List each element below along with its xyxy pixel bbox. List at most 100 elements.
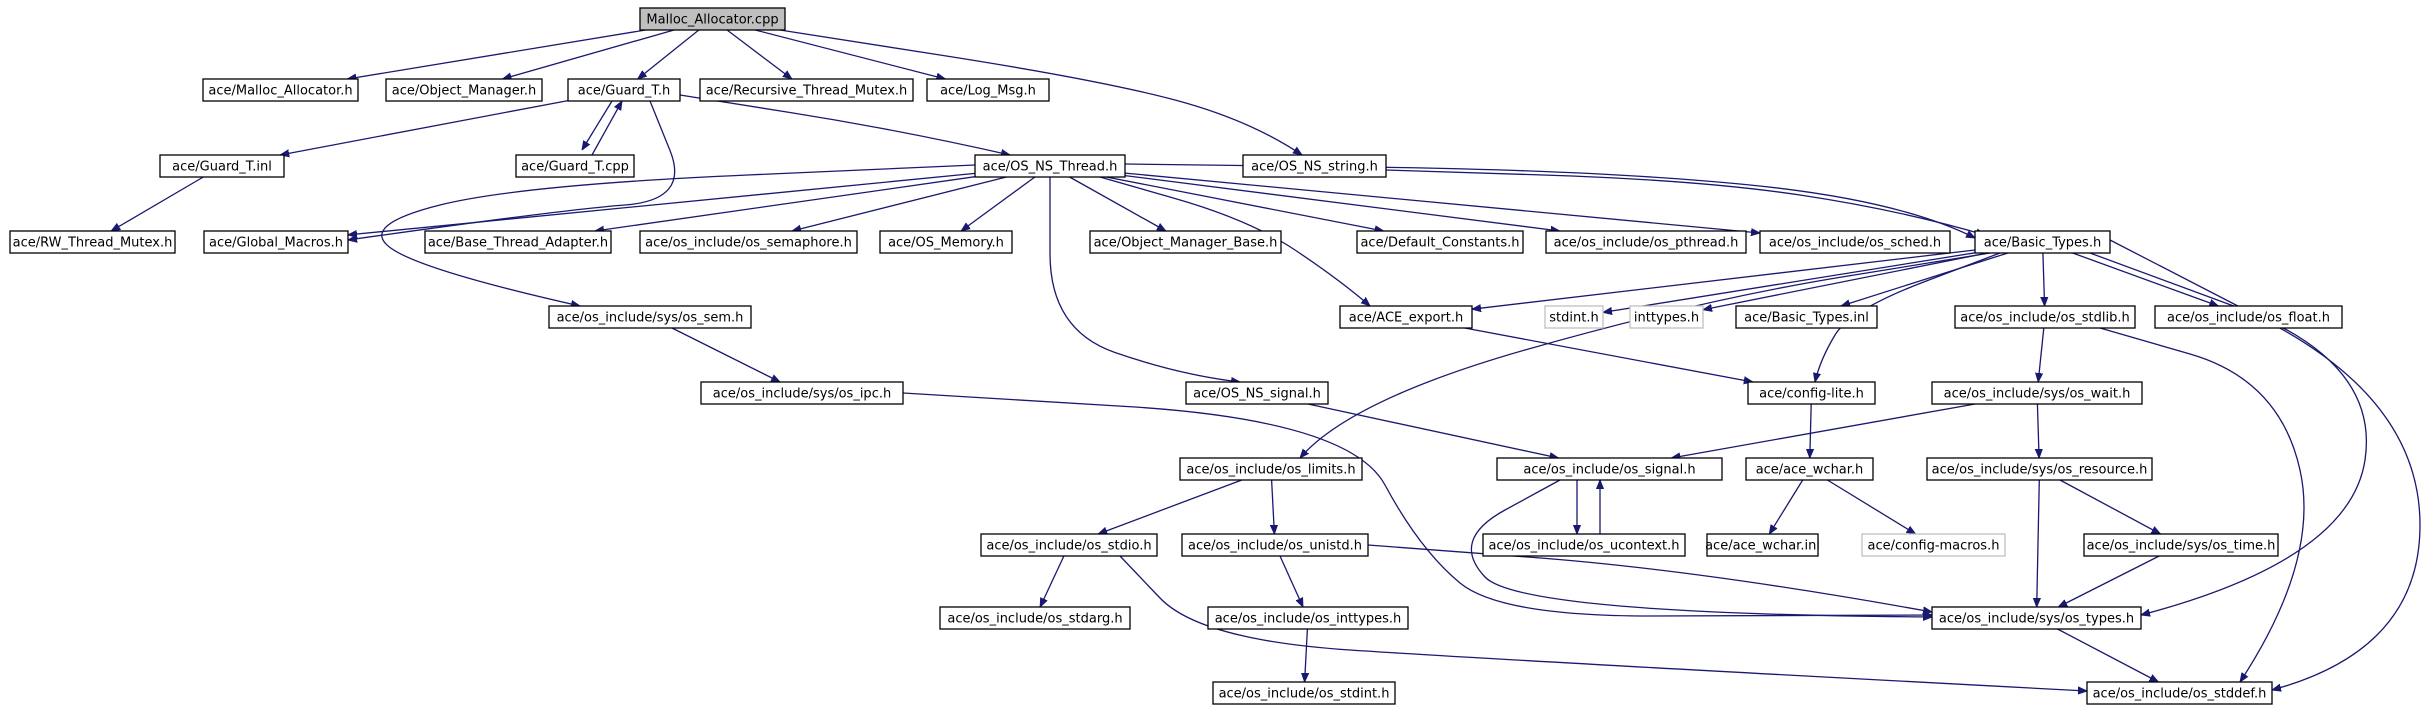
node-ace-basic-types-h[interactable]: ace/Basic_Types.h (1974, 230, 2111, 254)
node-ace-os-include-os-sched-h[interactable]: ace/os_include/os_sched.h (1759, 230, 1951, 254)
edge-n34-to-n40 (2059, 479, 2161, 534)
node-stdint-h[interactable]: stdint.h (1544, 305, 1604, 329)
node-box (202, 78, 359, 102)
node-box (1212, 681, 1396, 705)
node-box (1207, 606, 1409, 630)
node-label: ace/os_include/sys/os_wait.h (1944, 387, 2131, 402)
node-box (1482, 533, 1686, 557)
edge-n42-to-n44 (1305, 628, 1308, 682)
node-ace-os-include-os-inttypes-h[interactable]: ace/os_include/os_inttypes.h (1207, 606, 1409, 630)
edge-n9-to-n19 (1385, 169, 1985, 235)
node-box (1356, 230, 1524, 254)
node-box (1735, 305, 1878, 329)
node-ace-os-include-os-float-h[interactable]: ace/os_include/os_float.h (2154, 305, 2343, 329)
node-ace-guard-t-inl[interactable]: ace/Guard_T.inl (159, 154, 285, 178)
edge-n8-to-n17 (1124, 174, 1560, 231)
node-label: ace/os_include/os_inttypes.h (1215, 612, 1402, 627)
node-ace-ace-wchar-inl[interactable]: ace/ace_wchar.inl (1705, 533, 1820, 557)
node-box (1745, 457, 1874, 481)
node-ace-default-constants-h[interactable]: ace/Default_Constants.h (1356, 230, 1524, 254)
node-ace-os-include-os-pthread-h[interactable]: ace/os_include/os_pthread.h (1545, 230, 1747, 254)
node-ace-rw-thread-mutex-h[interactable]: ace/RW_Thread_Mutex.h (9, 230, 176, 254)
node-label: ace/OS_Memory.h (888, 236, 1004, 251)
node-ace-global-macros-h[interactable]: ace/Global_Macros.h (203, 230, 349, 254)
node-ace-config-lite-h[interactable]: ace/config-lite.h (1747, 381, 1876, 405)
node-label: ace/Log_Msg.h (940, 84, 1036, 99)
edge-n3-to-n7 (582, 100, 613, 150)
node-box (1861, 533, 2006, 557)
node-ace-os-include-os-stdio-h[interactable]: ace/os_include/os_stdio.h (980, 533, 1158, 557)
edge-n27-to-n43 (902, 392, 1932, 616)
node-ace-os-include-sys-os-types-h[interactable]: ace/os_include/sys/os_types.h (1931, 606, 2142, 630)
node-label: ace/os_include/sys/os_ipc.h (713, 387, 891, 402)
node-ace-os-ns-signal-h[interactable]: ace/OS_NS_signal.h (1185, 381, 1329, 405)
edge-n31-to-n35 (1098, 479, 1243, 534)
node-ace-guard-t-h[interactable]: ace/Guard_T.h (567, 78, 681, 102)
node-label: ace/os_include/os_stdlib.h (1960, 311, 2129, 326)
edge-n19-to-n31 (1300, 252, 1991, 458)
node-box (939, 606, 1131, 630)
edge-n8-to-n15 (1069, 176, 1166, 231)
node-box (1179, 457, 1363, 481)
edge-n19-to-n22 (1603, 252, 1976, 313)
node-label: ace/os_include/os_stddef.h (2093, 687, 2267, 702)
edge-n0-to-n2 (503, 29, 675, 79)
edge-n31-to-n36 (1272, 479, 1275, 534)
node-malloc-allocator-cpp[interactable]: Malloc_Allocator.cpp (639, 7, 786, 31)
node-box (159, 154, 285, 178)
node-ace-os-include-os-limits-h[interactable]: ace/os_include/os_limits.h (1179, 457, 1363, 481)
node-ace-os-include-sys-os-wait-h[interactable]: ace/os_include/sys/os_wait.h (1931, 381, 2143, 405)
node-ace-object-manager-h[interactable]: ace/Object_Manager.h (385, 78, 543, 102)
edge-n7-to-n3 (591, 101, 622, 156)
node-ace-os-include-os-stdarg-h[interactable]: ace/os_include/os_stdarg.h (939, 606, 1131, 630)
node-ace-os-include-sys-os-resource-h[interactable]: ace/os_include/sys/os_resource.h (1926, 457, 2153, 481)
node-ace-base-thread-adapter-h[interactable]: ace/Base_Thread_Adapter.h (424, 230, 612, 254)
edge-n33-to-n39 (1827, 479, 1915, 534)
edge-n0-to-n3 (638, 29, 700, 79)
node-box (1242, 154, 1387, 178)
node-label: ace/OS_NS_signal.h (1193, 387, 1321, 402)
node-ace-os-memory-h[interactable]: ace/OS_Memory.h (879, 230, 1013, 254)
edge-n25-to-n30 (2038, 327, 2045, 382)
node-ace-os-include-sys-os-time-h[interactable]: ace/os_include/sys/os_time.h (2083, 533, 2279, 557)
node-ace-log-msg-h[interactable]: ace/Log_Msg.h (926, 78, 1050, 102)
edge-n19-to-n25 (2043, 252, 2045, 306)
node-ace-os-include-sys-os-ipc-h[interactable]: ace/os_include/sys/os_ipc.h (700, 381, 904, 405)
node-label: ace/Malloc_Allocator.h (208, 84, 352, 99)
node-label: ace/OS_NS_Thread.h (983, 160, 1118, 175)
edge-n32-to-n43 (1470, 479, 1932, 617)
node-ace-object-manager-base-h[interactable]: ace/Object_Manager_Base.h (1089, 230, 1282, 254)
node-ace-os-include-os-signal-h[interactable]: ace/os_include/os_signal.h (1496, 457, 1723, 481)
node-ace-os-include-os-semaphore-h[interactable]: ace/os_include/os_semaphore.h (639, 230, 858, 254)
node-ace-os-include-os-stdint-h[interactable]: ace/os_include/os_stdint.h (1212, 681, 1396, 705)
node-ace-os-include-os-unistd-h[interactable]: ace/os_include/os_unistd.h (1181, 533, 1369, 557)
node-ace-recursive-thread-mutex-h[interactable]: ace/Recursive_Thread_Mutex.h (699, 78, 914, 102)
node-ace-os-include-os-stdlib-h[interactable]: ace/os_include/os_stdlib.h (1954, 305, 2136, 329)
edge-n8-to-n18 (1124, 172, 1760, 233)
node-ace-os-include-os-ucontext-h[interactable]: ace/os_include/os_ucontext.h (1482, 533, 1686, 557)
node-label: ace/Base_Thread_Adapter.h (428, 236, 608, 251)
edge-n8-to-n13 (792, 176, 1007, 231)
node-ace-ace-export-h[interactable]: ace/ACE_export.h (1339, 305, 1473, 329)
node-label: ace/os_include/os_signal.h (1523, 463, 1695, 478)
node-ace-malloc-allocator-h[interactable]: ace/Malloc_Allocator.h (202, 78, 359, 102)
node-ace-os-ns-string-h[interactable]: ace/OS_NS_string.h (1242, 154, 1387, 178)
node-inttypes-h[interactable]: inttypes.h (1629, 305, 1704, 329)
node-ace-os-include-sys-os-sem-h[interactable]: ace/os_include/sys/os_sem.h (548, 305, 752, 329)
node-label: ace/Basic_Types.inl (1744, 311, 1869, 326)
node-ace-guard-t-cpp[interactable]: ace/Guard_T.cpp (515, 154, 635, 178)
node-ace-basic-types-inl[interactable]: ace/Basic_Types.inl (1735, 305, 1878, 329)
node-label: ace/ACE_export.h (1349, 311, 1463, 326)
node-box (699, 78, 914, 102)
node-ace-os-ns-thread-h[interactable]: ace/OS_NS_Thread.h (974, 154, 1126, 178)
edge-n8-to-n16 (1106, 176, 1383, 231)
node-ace-os-include-os-stddef-h[interactable]: ace/os_include/os_stddef.h (2086, 681, 2273, 705)
node-box (974, 154, 1126, 178)
node-ace-ace-wchar-h[interactable]: ace/ace_wchar.h (1745, 457, 1874, 481)
edge-n8-to-n19 (1124, 163, 1975, 239)
node-box (1747, 381, 1876, 405)
node-ace-config-macros-h[interactable]: ace/config-macros.h (1861, 533, 2006, 557)
node-label: ace/Object_Manager_Base.h (1094, 236, 1278, 251)
edge-n36-to-n43 (1367, 544, 1932, 612)
